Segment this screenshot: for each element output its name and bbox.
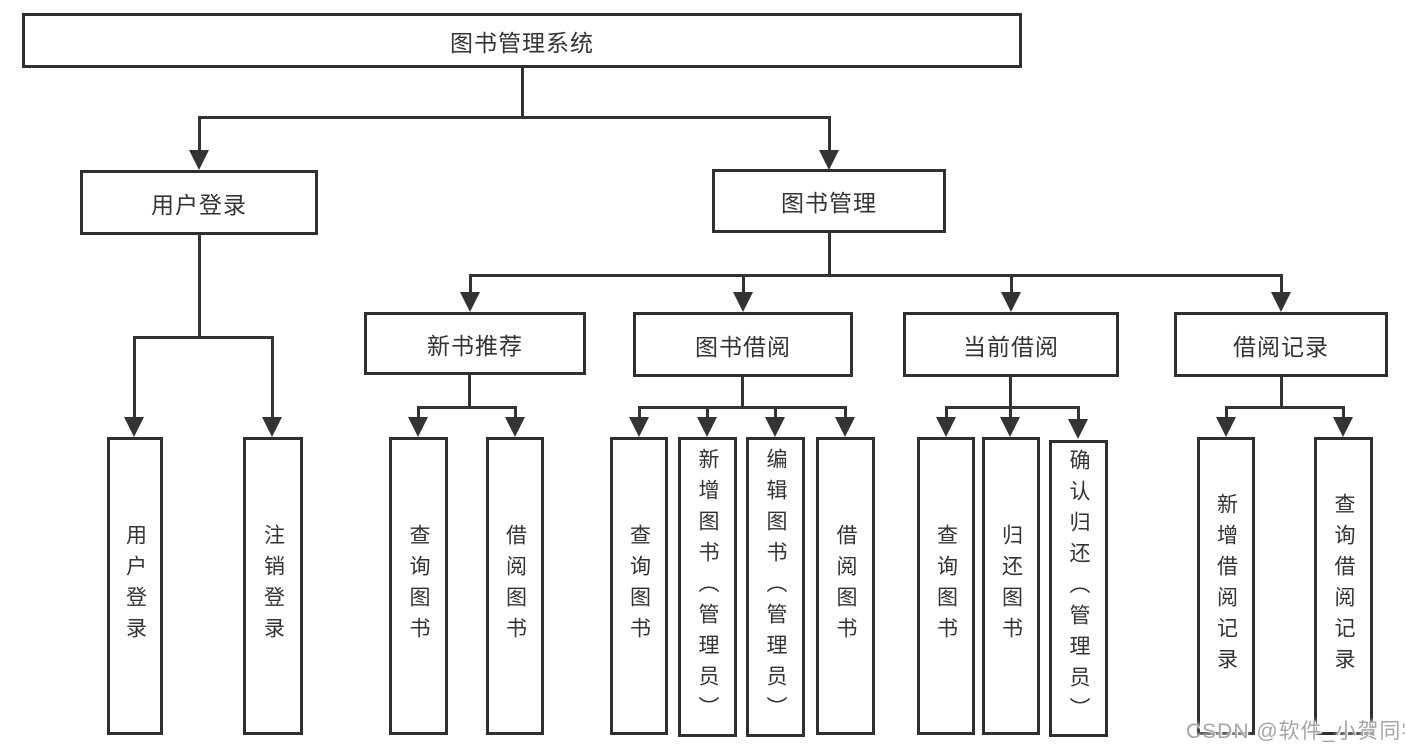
connector-currentborrow-stem [1009, 377, 1012, 408]
node-user-login-label: 用户登录 [151, 191, 247, 218]
connector-drop-leaf [1225, 406, 1228, 420]
connector-userlogin-stem [198, 235, 201, 339]
leaf-newbook-query-book-label: 查询图书 [407, 524, 430, 648]
connector-drop-leaf [133, 336, 136, 421]
connector-drop-leaf [1342, 406, 1345, 420]
connector-drop-newbook [469, 274, 472, 296]
leaf-bookborrow-borrow-book-label: 借阅图书 [834, 524, 857, 648]
arrowhead-down-icon [936, 417, 956, 437]
connector-drop-leaf [844, 406, 847, 420]
leaf-record-add-record: 新增借阅记录 [1197, 437, 1255, 735]
connector-bookborrow-stem [741, 377, 744, 408]
connector-drop-leaf [514, 406, 517, 420]
arrowhead-down-icon [765, 417, 785, 437]
leaf-logout-label: 注销登录 [261, 524, 285, 648]
leaf-newbook-borrow-book: 借阅图书 [486, 437, 544, 735]
leaf-bookborrow-query-book: 查询图书 [610, 437, 668, 735]
leaf-user-login: 用户登录 [107, 437, 163, 735]
arrowhead-down-icon [1271, 292, 1291, 312]
node-current-borrow: 当前借阅 [903, 312, 1119, 377]
node-new-book-recommend: 新书推荐 [364, 312, 586, 375]
node-root: 图书管理系统 [22, 13, 1022, 68]
connector-currentborrow-branch [945, 406, 1079, 409]
connector-drop-borrowrecord [1280, 274, 1283, 296]
connector-drop-leaf [271, 336, 274, 421]
node-borrow-record: 借阅记录 [1174, 312, 1388, 377]
arrowhead-down-icon [189, 150, 209, 170]
leaf-currentborrow-query-book-label: 查询图书 [934, 524, 958, 648]
connector-newbook-branch [417, 406, 517, 409]
connector-newbook-stem [468, 375, 471, 408]
node-book-management: 图书管理 [712, 169, 946, 233]
node-book-borrow: 图书借阅 [633, 312, 853, 377]
leaf-currentborrow-confirm-return: 确认归还（管理员） [1049, 440, 1108, 737]
node-book-borrow-label: 图书借阅 [695, 333, 791, 360]
connector-borrowrecord-stem [1280, 377, 1283, 408]
leaf-bookborrow-add-book-label: 新增图书（管理员） [696, 447, 719, 727]
connector-borrowrecord-branch [1225, 406, 1345, 409]
connector-drop-user-login [198, 116, 201, 154]
connector-drop-leaf [774, 406, 777, 420]
leaf-record-add-record-label: 新增借阅记录 [1214, 493, 1238, 679]
leaf-bookborrow-edit-book-label: 编辑图书（管理员） [764, 447, 787, 727]
connector-drop-leaf [706, 406, 709, 420]
connector-drop-leaf [1009, 406, 1012, 420]
arrowhead-down-icon [408, 417, 428, 437]
connector-bookmgmt-branch [469, 274, 1283, 277]
leaf-bookborrow-add-book: 新增图书（管理员） [678, 437, 737, 737]
arrowhead-down-icon [697, 417, 717, 437]
leaf-currentborrow-return-book: 归还图书 [982, 437, 1040, 735]
leaf-logout: 注销登录 [243, 437, 303, 735]
connector-root-stem [521, 68, 524, 119]
connector-drop-currentborrow [1010, 274, 1013, 296]
leaf-newbook-query-book: 查询图书 [389, 437, 448, 735]
arrowhead-down-icon [460, 292, 480, 312]
arrowhead-down-icon [1068, 419, 1088, 439]
arrowhead-down-icon [629, 417, 649, 437]
leaf-bookborrow-edit-book: 编辑图书（管理员） [746, 437, 805, 737]
connector-bookmgmt-stem [828, 233, 831, 277]
node-current-borrow-label: 当前借阅 [963, 333, 1059, 360]
connector-root-branch [198, 116, 831, 119]
leaf-bookborrow-query-book-label: 查询图书 [627, 524, 651, 648]
arrowhead-down-icon [835, 417, 855, 437]
connector-drop-bookborrow [742, 274, 745, 296]
leaf-currentborrow-confirm-return-label: 确认归还（管理员） [1067, 449, 1090, 728]
node-user-login: 用户登录 [80, 170, 318, 235]
leaf-record-query-record-label: 查询借阅记录 [1332, 493, 1355, 679]
node-borrow-record-label: 借阅记录 [1233, 333, 1329, 360]
arrowhead-down-icon [733, 292, 753, 312]
leaf-record-query-record: 查询借阅记录 [1314, 437, 1373, 735]
node-root-label: 图书管理系统 [450, 29, 594, 56]
arrowhead-down-icon [1001, 292, 1021, 312]
connector-drop-leaf [417, 406, 420, 420]
leaf-currentborrow-return-book-label: 归还图书 [999, 524, 1023, 648]
connector-drop-leaf [638, 406, 641, 420]
node-new-book-recommend-label: 新书推荐 [427, 332, 523, 359]
arrowhead-down-icon [505, 417, 525, 437]
connector-bookborrow-branch [638, 406, 846, 409]
arrowhead-down-icon [1000, 417, 1020, 437]
leaf-user-login-label: 用户登录 [123, 524, 147, 648]
arrowhead-down-icon [819, 150, 839, 170]
leaf-newbook-borrow-book-label: 借阅图书 [503, 524, 527, 648]
connector-drop-book-mgmt [828, 116, 831, 154]
leaf-currentborrow-query-book: 查询图书 [917, 437, 975, 735]
node-book-management-label: 图书管理 [781, 190, 877, 216]
arrowhead-down-icon [262, 417, 282, 437]
connector-drop-leaf [1077, 406, 1080, 420]
watermark: CSDN @软件_小贺同学 [1186, 720, 1405, 743]
arrowhead-down-icon [1333, 417, 1353, 437]
leaf-bookborrow-borrow-book: 借阅图书 [816, 437, 875, 735]
connector-userlogin-branch [133, 336, 274, 339]
arrowhead-down-icon [124, 417, 144, 437]
arrowhead-down-icon [1216, 417, 1236, 437]
connector-drop-leaf [945, 406, 948, 420]
